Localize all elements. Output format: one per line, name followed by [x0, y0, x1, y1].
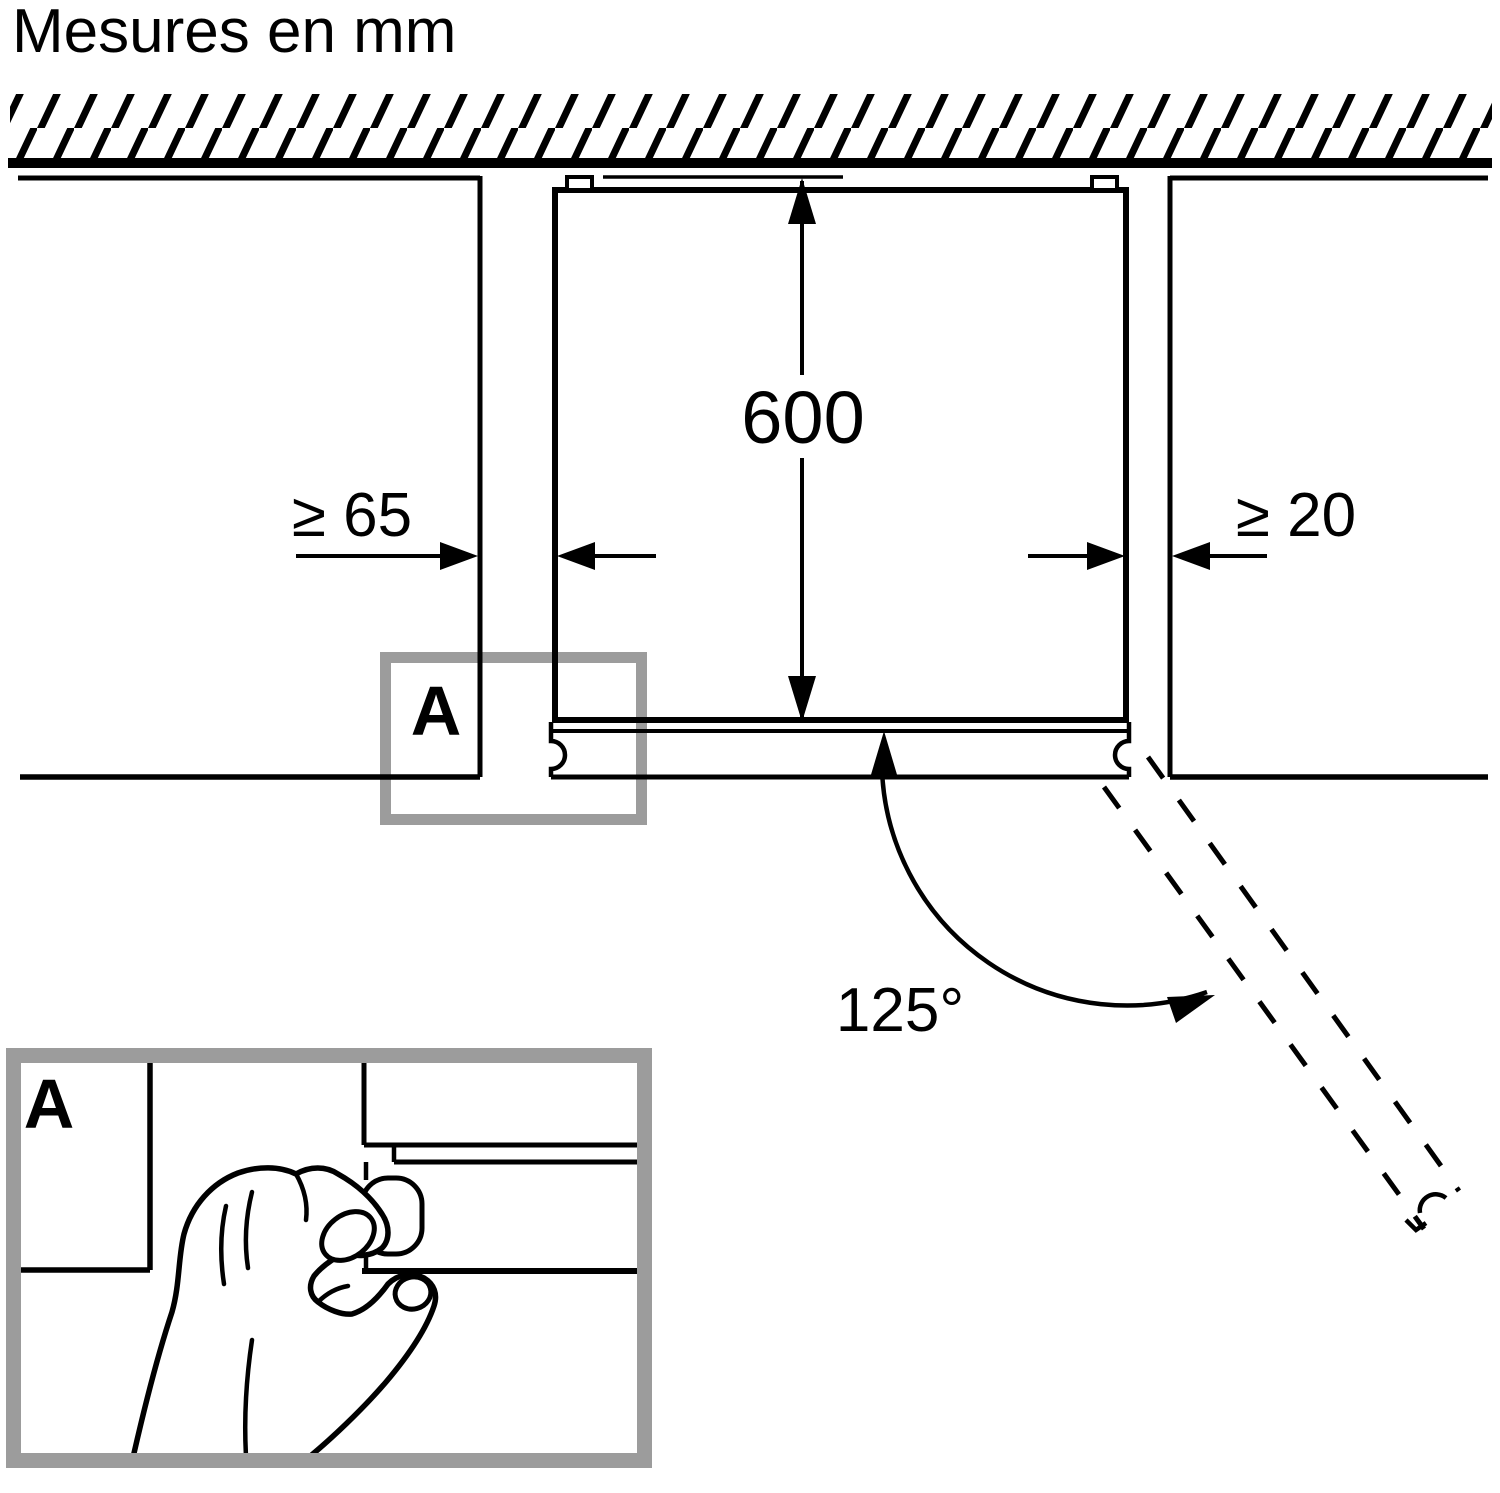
- swing-arc: [879, 769, 1208, 1008]
- dimension-depth: 600: [741, 178, 865, 722]
- right-cabinet: [1167, 175, 1488, 780]
- detail-view-content: A: [21, 1063, 637, 1453]
- open-door-back-edge: [1145, 755, 1462, 1193]
- callout-a-frame: [380, 652, 647, 825]
- open-door-end-corner: [1404, 1218, 1428, 1233]
- dimension-left-clearance: ≥ 65: [292, 481, 656, 570]
- arrow-left-icon: [1172, 542, 1210, 570]
- wrist-crease: [243, 1337, 255, 1453]
- wall-hatching: [10, 94, 1492, 158]
- right-clearance-label: ≥ 20: [1236, 481, 1356, 550]
- detail-cabinet-corner: [21, 1063, 153, 1273]
- arc-arrow-up-icon: [870, 731, 898, 778]
- arrow-right-icon: [1087, 542, 1125, 570]
- hand-tendon-line-1: [243, 1189, 255, 1271]
- appliance-top-view: [552, 175, 1129, 723]
- left-wall-spacer: [565, 175, 594, 192]
- door-swing-angle: 125°: [836, 731, 1215, 1045]
- door-open-end-cap: [1404, 1192, 1448, 1233]
- hatched-wall: [8, 94, 1492, 168]
- door-left-end-cap: [548, 722, 568, 777]
- hand-tendon-line-2: [218, 1203, 229, 1287]
- left-clearance-label: ≥ 65: [292, 481, 412, 550]
- arrow-up-icon: [788, 178, 816, 224]
- left-cabinet: [18, 175, 483, 780]
- right-wall-spacer: [1090, 175, 1119, 192]
- dimension-right-clearance: ≥ 20: [1028, 481, 1356, 570]
- thumbnail: [392, 1274, 434, 1312]
- door-closed: [548, 722, 1132, 780]
- arrow-right-icon: [440, 542, 478, 570]
- door-right-hinge-cap: [1112, 722, 1132, 777]
- detail-view-box: A: [6, 1048, 652, 1468]
- detail-view-frame: [6, 1048, 652, 1468]
- thumb-web-crease: [315, 1283, 351, 1305]
- open-door-front-edge: [1101, 785, 1427, 1231]
- arc-arrow-right-icon: [1167, 995, 1215, 1023]
- callout-a-label: A: [411, 672, 462, 750]
- detail-a-label: A: [24, 1065, 75, 1143]
- arrow-down-icon: [788, 676, 816, 722]
- wall-line: [8, 158, 1492, 168]
- door-open-dashed: [1101, 755, 1462, 1231]
- appliance-body-fill: [555, 190, 1126, 720]
- arrow-left-icon: [557, 542, 595, 570]
- appliance-outline: [552, 187, 1129, 723]
- door-angle-label: 125°: [836, 976, 964, 1045]
- detail-appliance-base: [359, 1063, 637, 1274]
- index-crease: [293, 1171, 309, 1223]
- hand-illustration: [131, 1165, 439, 1453]
- diagram-title: Mesures en mm: [12, 0, 456, 66]
- dimension-depth-label: 600: [741, 376, 864, 459]
- fingertip: [319, 1209, 377, 1263]
- open-door-end-arc: [1417, 1192, 1448, 1214]
